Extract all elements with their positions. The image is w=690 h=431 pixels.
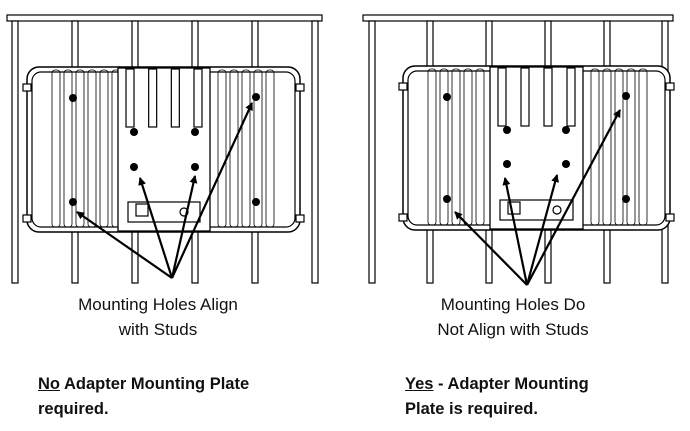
right-mounting-hole bbox=[622, 92, 630, 100]
right-mounting-hole bbox=[622, 195, 630, 203]
left-port bbox=[135, 203, 149, 217]
left-fin bbox=[87, 69, 97, 228]
right-mounting-hole bbox=[443, 195, 451, 203]
right-fin bbox=[614, 68, 624, 226]
right-fin bbox=[602, 68, 612, 226]
left-caption-line2: with Studs bbox=[118, 320, 198, 339]
left-note: No Adapter Mounting Plate required. bbox=[38, 372, 249, 422]
right-mounting-hole bbox=[503, 126, 511, 134]
right-fin bbox=[427, 68, 437, 226]
right-mounting-hole bbox=[562, 126, 570, 134]
right-fin bbox=[638, 68, 648, 226]
right-arrow bbox=[502, 177, 529, 286]
left-diagram bbox=[6, 14, 323, 284]
left-note-line2: required. bbox=[38, 400, 109, 418]
left-mounting-hole bbox=[69, 198, 77, 206]
left-mounting-hole bbox=[130, 163, 138, 171]
left-mounting-hole bbox=[252, 198, 260, 206]
right-fin bbox=[475, 68, 485, 226]
right-slot bbox=[520, 67, 530, 127]
right-caption: Mounting Holes Do Not Align with Studs bbox=[403, 292, 623, 342]
left-mounting-hole bbox=[191, 163, 199, 171]
right-fin bbox=[439, 68, 449, 226]
left-bracket-clip bbox=[295, 83, 305, 92]
left-mounting-hole bbox=[252, 93, 260, 101]
left-slot bbox=[170, 68, 180, 128]
right-bracket-clip bbox=[665, 213, 675, 222]
right-note-line2: Plate is required. bbox=[405, 400, 538, 418]
right-arrow bbox=[454, 211, 528, 286]
left-slot bbox=[148, 68, 158, 128]
right-caption-line1: Mounting Holes Do bbox=[440, 295, 586, 314]
right-arrow bbox=[525, 174, 560, 286]
left-note-emphasis: No bbox=[38, 375, 60, 393]
left-fin bbox=[99, 69, 109, 228]
left-fin bbox=[217, 69, 227, 228]
right-slot bbox=[566, 67, 576, 127]
right-slot bbox=[497, 67, 507, 127]
right-mounting-hole bbox=[562, 160, 570, 168]
left-fin bbox=[51, 69, 61, 228]
right-mounting-hole bbox=[503, 160, 511, 168]
left-top-plate bbox=[6, 14, 323, 22]
left-caption-line1: Mounting Holes Align bbox=[78, 295, 238, 314]
left-fin bbox=[75, 69, 85, 228]
right-bracket-clip bbox=[398, 82, 408, 91]
right-note-emphasis: Yes bbox=[405, 375, 434, 393]
left-arrow bbox=[170, 102, 254, 279]
right-fin bbox=[626, 68, 636, 226]
right-ground-screw bbox=[552, 205, 562, 215]
right-connector-box bbox=[499, 199, 574, 221]
right-note: Yes - Adapter Mounting Plate is required… bbox=[405, 372, 589, 422]
left-stud bbox=[311, 20, 319, 284]
left-connector-box bbox=[127, 201, 201, 223]
left-arrow bbox=[138, 177, 174, 279]
left-slot bbox=[125, 68, 135, 128]
right-port bbox=[507, 201, 521, 215]
left-bracket-clip bbox=[22, 214, 32, 223]
right-fin bbox=[451, 68, 461, 226]
left-bracket-clip bbox=[295, 214, 305, 223]
right-arrow bbox=[526, 109, 621, 286]
right-caption-line2: Not Align with Studs bbox=[437, 320, 589, 339]
left-fin bbox=[253, 69, 263, 228]
right-top-plate bbox=[362, 14, 674, 22]
left-mounting-hole bbox=[130, 128, 138, 136]
right-bracket-clip bbox=[665, 82, 675, 91]
left-mounting-hole bbox=[191, 128, 199, 136]
left-caption: Mounting Holes Align with Studs bbox=[48, 292, 268, 342]
right-mounting-hole bbox=[443, 93, 451, 101]
left-center-plate bbox=[117, 67, 211, 232]
left-fin bbox=[265, 69, 275, 228]
left-bracket-clip bbox=[22, 83, 32, 92]
left-slot bbox=[193, 68, 203, 128]
right-diagram bbox=[362, 14, 675, 284]
right-bracket-clip bbox=[398, 213, 408, 222]
right-stud bbox=[368, 20, 376, 284]
right-slot bbox=[543, 67, 553, 127]
left-fin bbox=[63, 69, 73, 228]
right-note-line1: - Adapter Mounting bbox=[433, 375, 589, 393]
left-fin bbox=[241, 69, 251, 228]
left-arrow bbox=[76, 211, 173, 279]
left-stud bbox=[11, 20, 19, 284]
left-arrow bbox=[170, 175, 198, 279]
left-note-line1: Adapter Mounting Plate bbox=[60, 375, 250, 393]
right-fin bbox=[590, 68, 600, 226]
left-mounting-hole bbox=[69, 94, 77, 102]
